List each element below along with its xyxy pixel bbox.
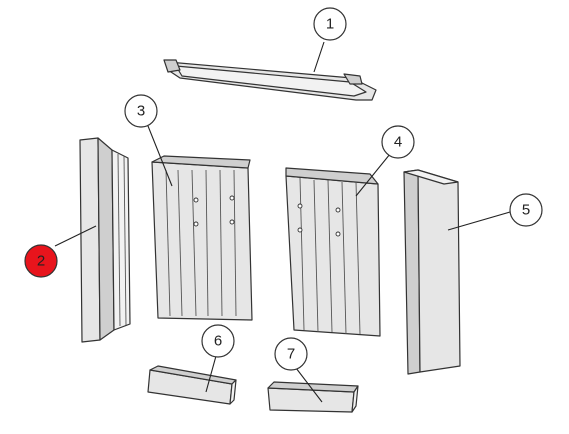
callout-3[interactable]: 3 — [124, 94, 158, 128]
part-front-left-bottom-brick[interactable] — [147, 365, 237, 405]
callout-label-4: 4 — [394, 134, 402, 151]
part-rear-right-panel[interactable] — [285, 167, 381, 337]
part-rear-left-panel[interactable] — [151, 155, 253, 321]
callout-2[interactable]: 2 — [24, 244, 58, 278]
callout-6[interactable]: 6 — [201, 324, 235, 358]
callout-label-6: 6 — [214, 333, 222, 350]
callout-label-1: 1 — [326, 16, 334, 33]
callout-7[interactable]: 7 — [274, 337, 308, 371]
leader-line-5 — [447, 211, 511, 231]
leader-lines — [54, 41, 511, 403]
leader-line-2 — [54, 225, 97, 247]
callout-label-7: 7 — [287, 346, 295, 363]
leader-line-1 — [313, 41, 325, 73]
leader-line-3 — [147, 125, 173, 187]
leader-line-6 — [205, 355, 217, 393]
part-left-side-brick[interactable] — [79, 137, 131, 343]
part-right-side-brick[interactable] — [403, 169, 461, 375]
part-front-right-bottom-brick[interactable] — [267, 381, 359, 413]
callout-4[interactable]: 4 — [381, 125, 415, 159]
leader-line-4 — [355, 153, 391, 197]
callout-label-2: 2 — [37, 253, 45, 270]
callout-1[interactable]: 1 — [313, 7, 347, 41]
leader-line-7 — [295, 367, 323, 403]
part-top-baffle[interactable] — [163, 59, 377, 101]
callout-5[interactable]: 5 — [509, 193, 543, 227]
callout-label-3: 3 — [137, 103, 145, 120]
callout-label-5: 5 — [522, 202, 530, 219]
